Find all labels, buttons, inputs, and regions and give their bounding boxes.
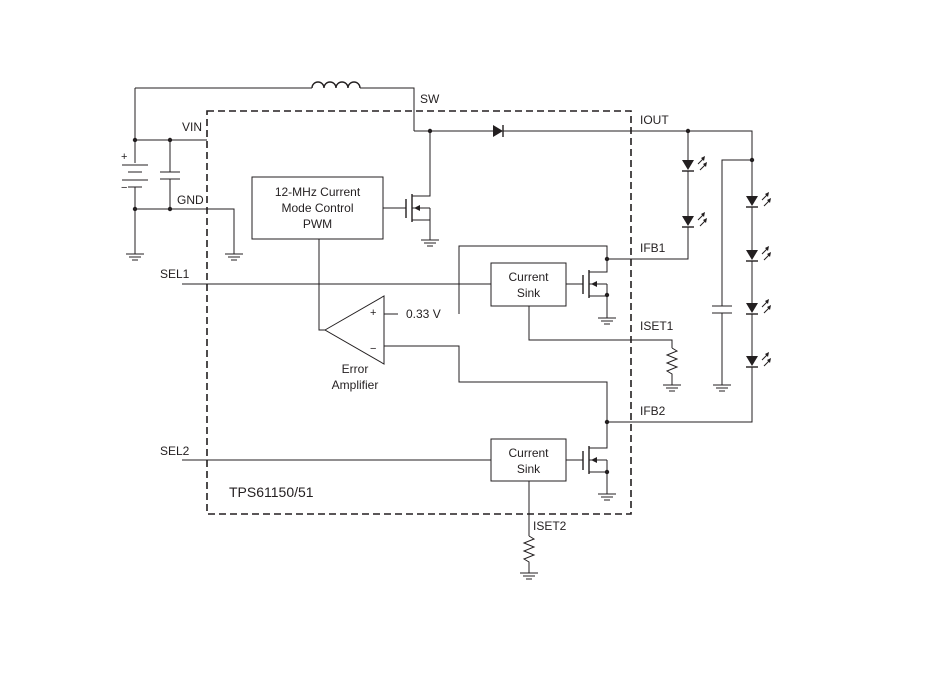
chip-label: TPS61150/51 <box>229 484 314 500</box>
pin-vin-label: VIN <box>182 120 202 134</box>
pin-sel2-label: SEL2 <box>160 444 190 458</box>
pwm-line-3: PWM <box>303 217 332 231</box>
schottky-diode <box>493 125 504 137</box>
error-amp-line-2: Amplifier <box>332 378 379 392</box>
iset2-ground <box>520 572 538 580</box>
pin-ifb1-label: IFB1 <box>640 241 666 255</box>
battery-plus-label: + <box>121 151 127 163</box>
iset1-resistor <box>665 347 679 385</box>
ifb2-wire <box>607 368 753 423</box>
gnd-rail <box>135 208 235 254</box>
sink2-line-2: Sink <box>517 462 541 476</box>
output-capacitor <box>712 305 732 392</box>
ic-boundary <box>206 110 632 515</box>
pin-iout-label: IOUT <box>640 113 669 127</box>
led-2d <box>746 352 771 368</box>
led-1a <box>682 156 707 172</box>
led-2b <box>746 246 771 262</box>
led-2a <box>746 192 771 208</box>
gnd-symbol <box>225 253 243 261</box>
inductor <box>135 81 415 131</box>
pin-sel1-label: SEL1 <box>160 267 190 281</box>
pin-sw-label: SW <box>420 92 440 106</box>
amp-minus-label: − <box>370 343 376 355</box>
battery: + − <box>121 151 148 254</box>
pwm-line-1: 12-MHz Current <box>275 185 361 199</box>
sink1-ground <box>598 317 616 325</box>
switch-ground <box>421 239 439 247</box>
iout-wire <box>503 130 753 160</box>
reference-voltage-label: 0.33 V <box>406 307 441 321</box>
led-2c <box>746 299 771 315</box>
iset1-wire <box>528 306 673 348</box>
pin-iset1-label: ISET1 <box>640 319 674 333</box>
pin-gnd-label: GND <box>177 193 204 207</box>
input-capacitor <box>160 140 180 209</box>
amp-output-wire <box>318 239 325 331</box>
switch-mosfet <box>383 131 431 240</box>
error-amp-line-1: Error <box>342 362 369 376</box>
output-cap-wire <box>721 159 752 306</box>
pin-ifb2-label: IFB2 <box>640 404 666 418</box>
sink2-line-1: Current <box>508 446 549 460</box>
led-1b <box>682 212 707 228</box>
sink2-mosfet <box>566 422 608 494</box>
iset2-resistor <box>522 535 536 573</box>
ifb1-feedback-wire <box>458 245 608 314</box>
sink1-line-2: Sink <box>517 286 541 300</box>
amp-minus-input <box>384 345 608 422</box>
sink1-mosfet <box>566 259 608 318</box>
amp-plus-label: + <box>370 307 376 319</box>
sink1-line-1: Current <box>508 270 549 284</box>
error-amplifier <box>323 295 385 365</box>
junction-dots <box>132 128 755 475</box>
pwm-line-2: Mode Control <box>281 201 353 215</box>
sink2-ground <box>598 493 616 501</box>
battery-minus-label: − <box>121 182 127 194</box>
pin-iset2-label: ISET2 <box>533 519 567 533</box>
battery-ground <box>126 253 144 261</box>
iset1-ground <box>663 384 681 392</box>
